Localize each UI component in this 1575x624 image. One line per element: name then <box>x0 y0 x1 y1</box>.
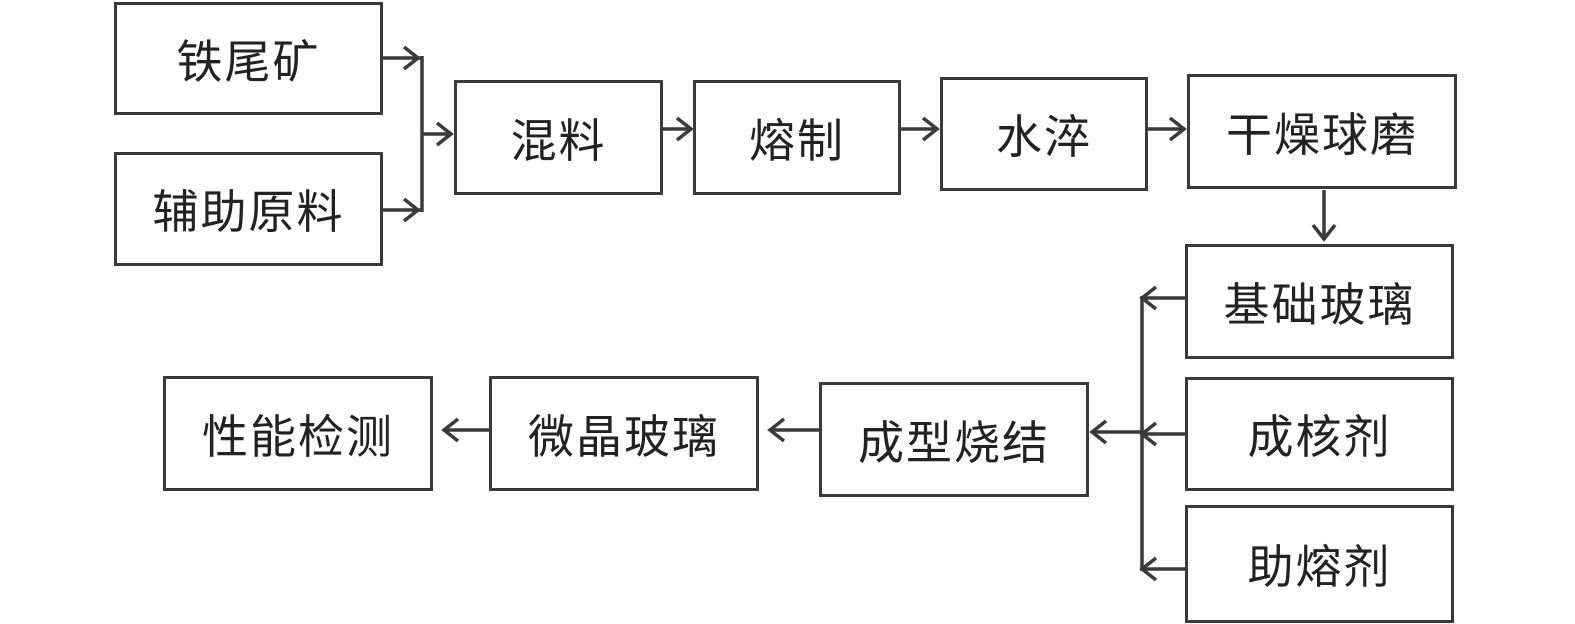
arrowhead-auxiliary <box>402 197 421 223</box>
node-auxiliary-materials: 辅助原料 <box>114 152 383 266</box>
arrowhead-base-glass <box>1139 285 1158 311</box>
node-flux: 助熔剂 <box>1185 505 1454 623</box>
node-performance-testing: 性能检测 <box>163 376 433 491</box>
arrowhead-flux <box>1139 556 1158 582</box>
arrowhead-to-testing <box>441 417 460 443</box>
arrowhead-to-mixing <box>435 121 454 147</box>
node-water-quenching: 水淬 <box>940 77 1148 191</box>
arrowhead-to-base-glass <box>1311 223 1337 242</box>
arrowhead-to-milling <box>1168 116 1187 142</box>
node-mixing: 混料 <box>454 80 663 195</box>
node-glass-ceramics: 微晶玻璃 <box>489 376 759 491</box>
node-forming-sintering: 成型烧结 <box>819 382 1089 497</box>
node-iron-tailings: 铁尾矿 <box>114 2 383 115</box>
arrowhead-to-melting <box>675 116 694 142</box>
node-drying-ball-milling: 干燥球磨 <box>1187 74 1457 189</box>
arrowhead-to-forming <box>1089 419 1108 445</box>
arrowhead-nucleating-agent <box>1139 421 1158 447</box>
arrowhead-iron-tailings <box>402 45 421 71</box>
node-nucleating-agent: 成核剂 <box>1185 377 1454 491</box>
arrowhead-to-quenching <box>921 116 940 142</box>
node-base-glass: 基础玻璃 <box>1185 244 1454 359</box>
node-melting: 熔制 <box>693 80 901 195</box>
arrowhead-to-glass-ceramics <box>767 417 786 443</box>
